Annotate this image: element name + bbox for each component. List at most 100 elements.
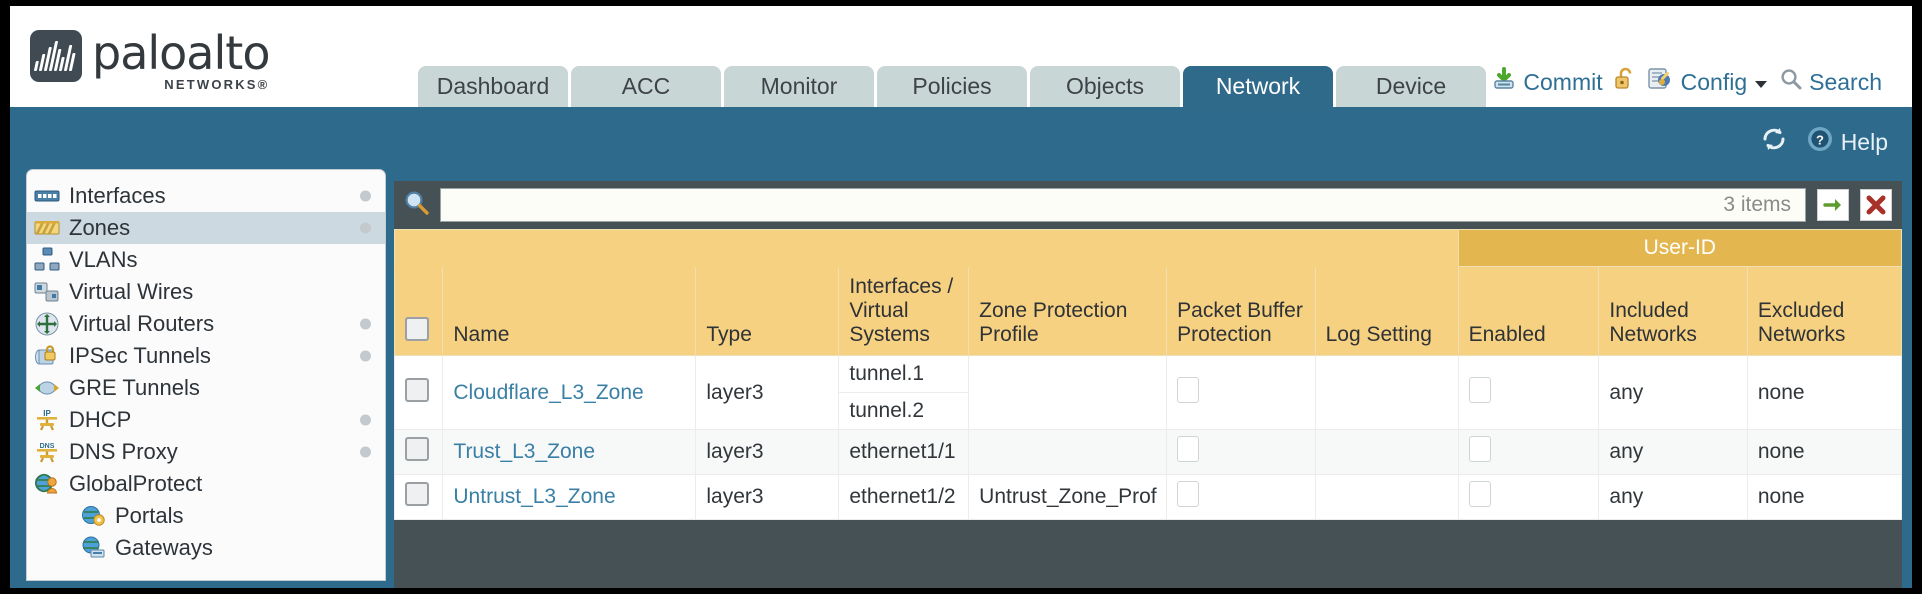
cell-included-networks: any (1598, 355, 1748, 430)
chevron-down-icon (1753, 69, 1769, 96)
sidebar-item-ipsec-tunnels[interactable]: IPSec Tunnels (27, 340, 385, 372)
cell-excluded-networks: none (1746, 429, 1903, 475)
sidebar-item-label: Virtual Wires (69, 279, 194, 304)
userid-enabled-checkbox[interactable] (1468, 481, 1491, 507)
col-name[interactable]: Name (442, 266, 697, 356)
cell-interfaces: ethernet1/1 (838, 429, 970, 475)
cell-packet-buffer-protection[interactable] (1166, 355, 1316, 430)
sidebar-item-status-dot (360, 414, 371, 426)
tab-device[interactable]: Device (1336, 66, 1486, 107)
refresh-button[interactable] (1760, 126, 1788, 158)
tab-objects[interactable]: Objects (1030, 66, 1180, 107)
cell-interfaces: ethernet1/2 (838, 474, 970, 520)
sidebar-item-vlans[interactable]: VLANs (27, 244, 385, 276)
toolbar-actions: ? Help (1760, 125, 1888, 159)
dns-proxy-icon: DNS (27, 439, 67, 465)
tab-monitor[interactable]: Monitor (724, 66, 874, 107)
row-select-checkbox[interactable] (405, 437, 429, 461)
cell-excluded-networks: none (1746, 355, 1903, 430)
sidebar-item-globalprotect[interactable]: GlobalProtect (27, 468, 385, 500)
dhcp-icon: IP (27, 407, 67, 433)
packet-buffer-protection-checkbox[interactable] (1177, 481, 1200, 507)
sidebar-item-interfaces[interactable]: Interfaces (27, 180, 385, 212)
filter-input[interactable] (451, 192, 1724, 218)
svg-text:?: ? (1816, 133, 1824, 148)
row-select-cell[interactable] (393, 355, 444, 430)
config-icon (1647, 66, 1675, 98)
svg-text:IP: IP (43, 409, 51, 418)
col-interfaces[interactable]: Interfaces / Virtual Systems (838, 266, 970, 356)
zone-name-link[interactable]: Untrust_L3_Zone (453, 485, 616, 508)
sidebar-item-gateways[interactable]: Gateways (27, 532, 385, 564)
logo-waveform-icon (33, 41, 78, 71)
row-select-cell[interactable] (393, 474, 444, 520)
col-excluded-networks[interactable]: Excluded Networks (1746, 266, 1903, 356)
sidebar-item-virtual-wires[interactable]: Virtual Wires (27, 276, 385, 308)
config-menu-button[interactable]: Config (1647, 66, 1769, 98)
cell-name[interactable]: Untrust_L3_Zone (442, 474, 697, 520)
sidebar-item-portals[interactable]: Portals (27, 500, 385, 532)
zone-name-link[interactable]: Trust_L3_Zone (453, 440, 596, 463)
packet-buffer-protection-checkbox[interactable] (1177, 436, 1200, 462)
help-button[interactable]: ? Help (1806, 125, 1888, 159)
sidebar-item-gre-tunnels[interactable]: GRE Tunnels (27, 372, 385, 404)
clear-filter-button[interactable] (1860, 189, 1892, 221)
col-zone-protection[interactable]: Zone Protection Profile (968, 266, 1168, 356)
cell-name[interactable]: Cloudflare_L3_Zone (442, 355, 697, 430)
userid-enabled-checkbox[interactable] (1468, 376, 1491, 403)
col-type[interactable]: Type (695, 266, 840, 356)
tab-policies[interactable]: Policies (877, 66, 1027, 107)
row-select-checkbox[interactable] (405, 377, 429, 402)
tab-network[interactable]: Network (1183, 66, 1333, 107)
zones-table-head: User-ID Name Type Interfaces / Virtual S… (393, 229, 1903, 356)
zone-name-link[interactable]: Cloudflare_L3_Zone (453, 380, 644, 404)
select-all-header[interactable] (393, 266, 444, 356)
tab-dashboard[interactable]: Dashboard (418, 66, 568, 107)
cell-userid-enabled[interactable] (1457, 474, 1600, 520)
lock-button[interactable] (1613, 66, 1637, 98)
gre-tunnels-icon (27, 375, 67, 401)
cell-log-setting (1314, 474, 1459, 520)
row-select-cell[interactable] (393, 429, 444, 475)
userid-enabled-checkbox[interactable] (1468, 436, 1491, 462)
cell-userid-enabled[interactable] (1457, 355, 1600, 430)
interface-entry: tunnel.2 (849, 399, 925, 422)
col-userid-enabled[interactable]: Enabled (1457, 266, 1600, 356)
cell-excluded-networks: none (1746, 474, 1903, 520)
select-all-checkbox[interactable] (405, 317, 429, 341)
row-select-checkbox[interactable] (405, 482, 429, 506)
apply-filter-button[interactable] (1817, 189, 1849, 221)
cell-name[interactable]: Trust_L3_Zone (442, 429, 697, 475)
packet-buffer-protection-checkbox[interactable] (1177, 376, 1200, 403)
col-packet-buffer[interactable]: Packet Buffer Protection (1166, 266, 1316, 356)
cell-packet-buffer-protection[interactable] (1166, 474, 1316, 520)
cell-log-setting (1314, 355, 1459, 430)
sidebar-item-virtual-routers[interactable]: Virtual Routers (27, 308, 385, 340)
sidebar-item-label: Portals (115, 503, 184, 528)
sidebar-item-zones[interactable]: Zones (27, 212, 385, 244)
col-log-setting[interactable]: Log Setting (1314, 266, 1459, 356)
tab-acc[interactable]: ACC (571, 66, 721, 107)
cell-packet-buffer-protection[interactable] (1166, 429, 1316, 475)
interface-entry: ethernet1/2 (849, 485, 956, 508)
sidebar-item-label: GRE Tunnels (69, 375, 200, 400)
logo-subtext: NETWORKS® (164, 77, 270, 92)
sidebar-item-label: Gateways (115, 535, 213, 560)
search-button[interactable]: Search (1779, 67, 1882, 97)
commit-button[interactable]: Commit (1491, 66, 1603, 98)
col-included-networks[interactable]: Included Networks (1598, 266, 1748, 356)
filter-search-icon[interactable] (402, 188, 432, 223)
filter-bar: 3 items (394, 181, 1902, 229)
cell-zone-protection-profile (968, 429, 1168, 475)
cell-userid-enabled[interactable] (1457, 429, 1600, 475)
cell-type: layer3 (695, 355, 840, 430)
cell-type: layer3 (695, 429, 840, 475)
filter-input-wrap[interactable]: 3 items (440, 188, 1806, 222)
